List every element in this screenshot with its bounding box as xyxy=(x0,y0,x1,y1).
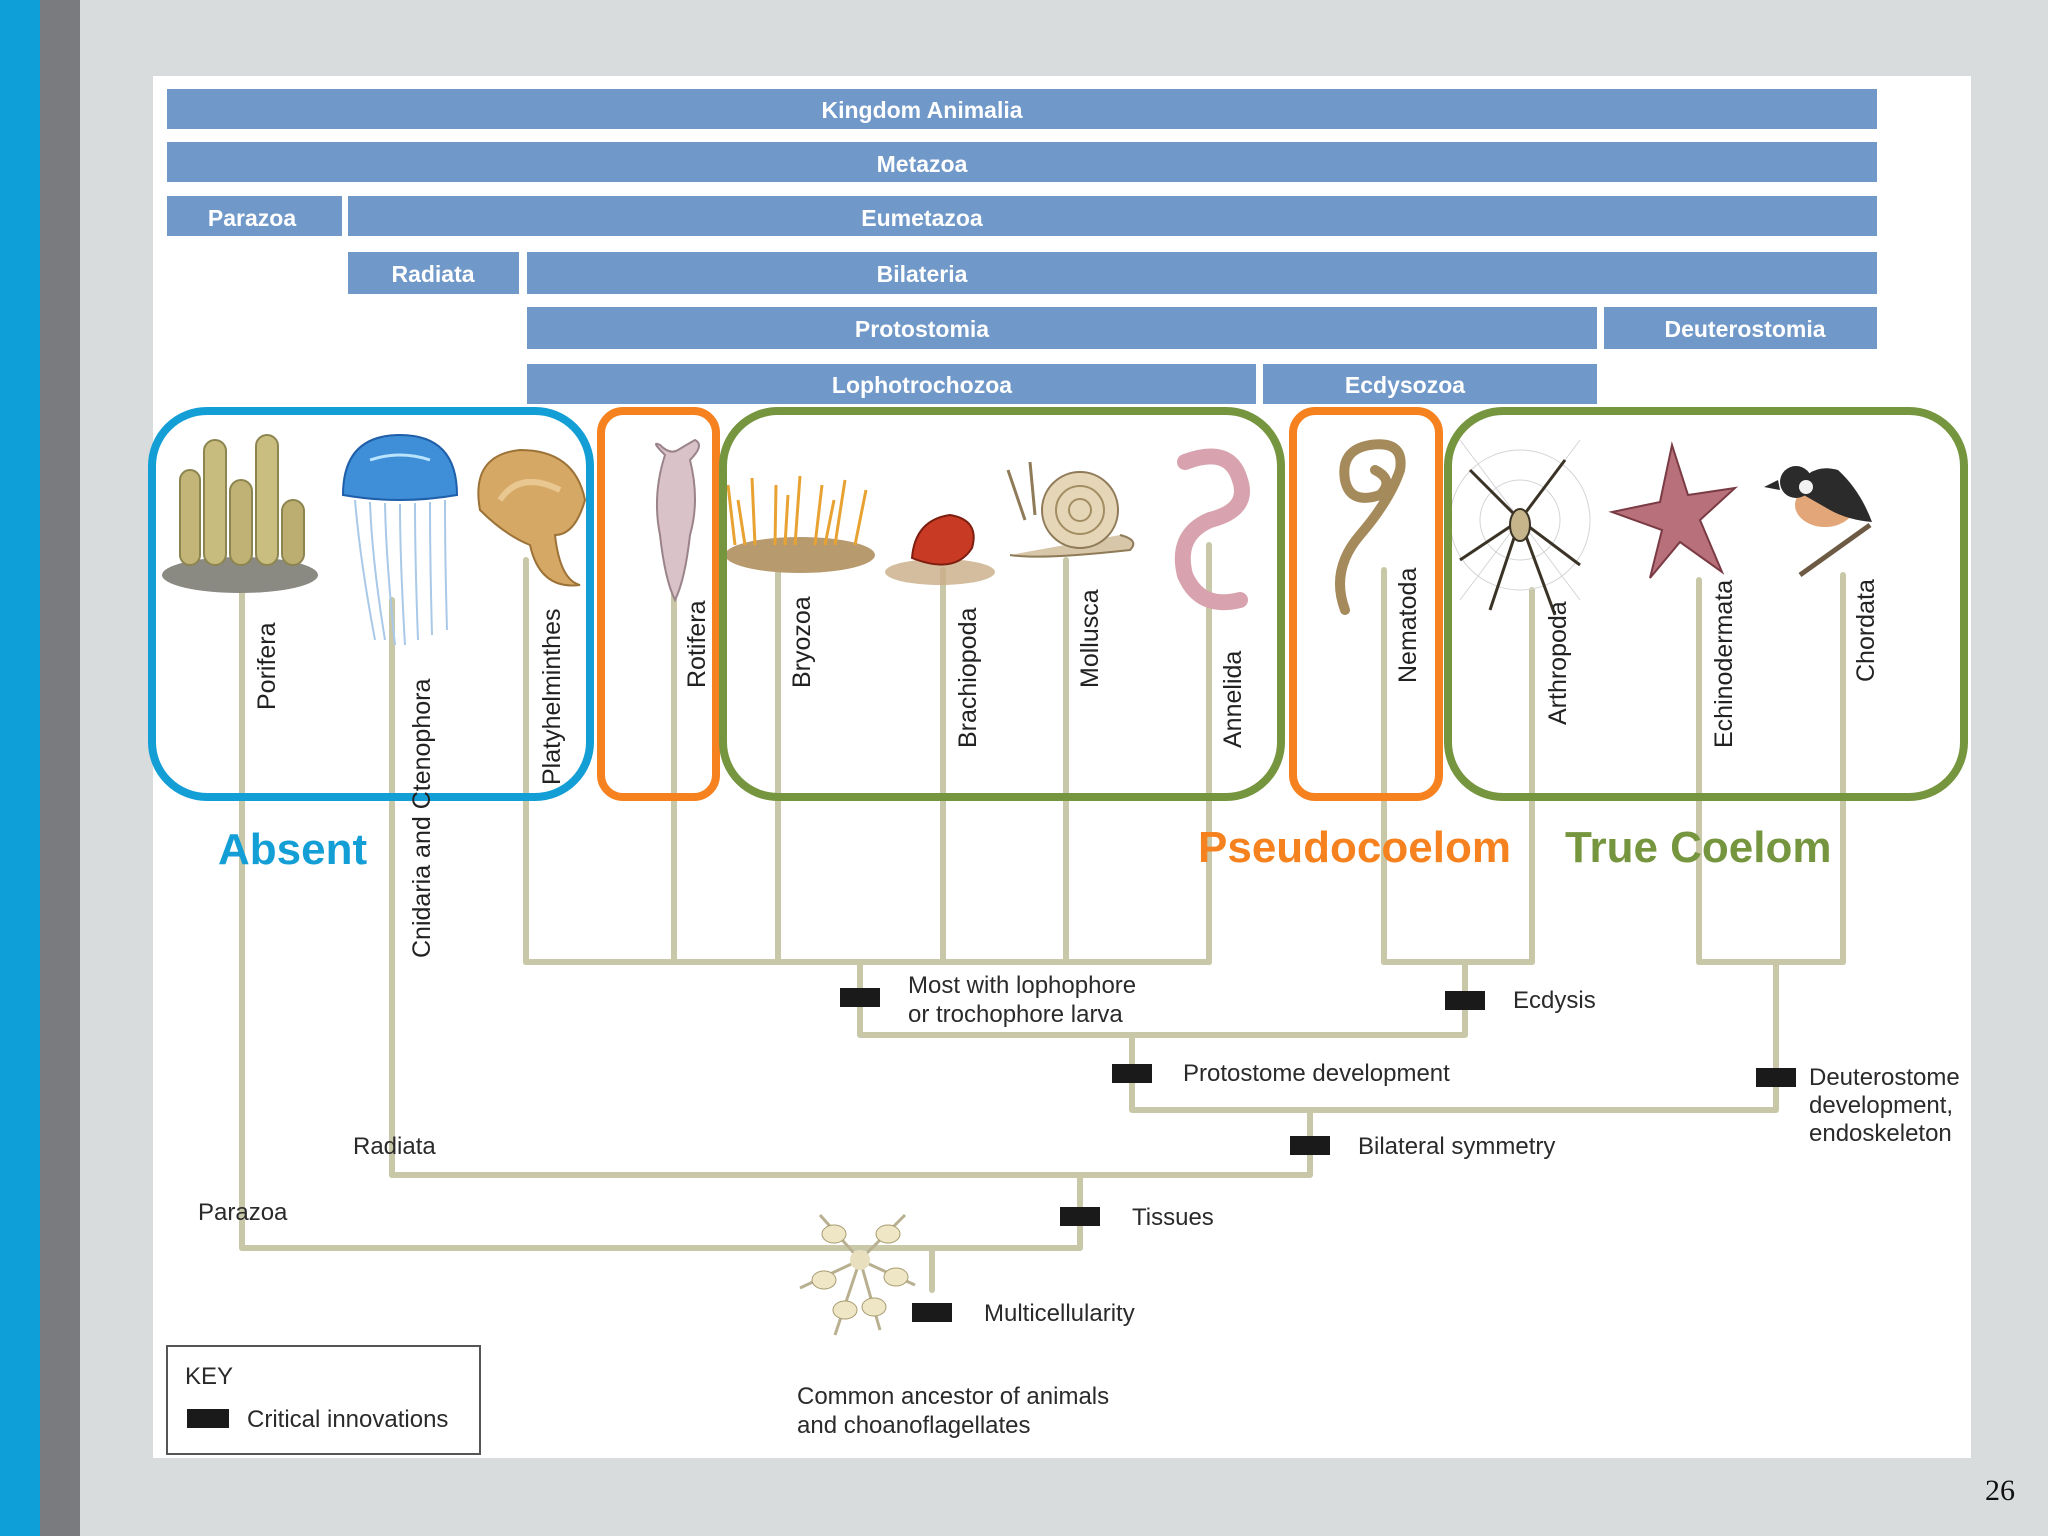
spider-illustration xyxy=(1449,439,1591,616)
phylum-echinodermata: Echinodermata xyxy=(1710,580,1738,748)
label-protostome: Protostome development xyxy=(1183,1060,1450,1087)
phylum-brachiopoda: Brachiopoda xyxy=(954,608,982,748)
bar-eumetazoa-label: Eumetazoa xyxy=(861,205,983,231)
key-item-label: Critical innovations xyxy=(247,1406,448,1433)
bar-deuterostomia xyxy=(1604,307,1877,349)
marker-multicellularity xyxy=(912,1303,952,1322)
animal-illustrations xyxy=(162,433,1872,646)
bar-ecdysozoa-label: Ecdysozoa xyxy=(1345,372,1465,398)
bar-deuterostomia-label: Deuterostomia xyxy=(1664,316,1825,342)
left-gray-stripe xyxy=(40,0,80,1536)
join-eumetazoa xyxy=(389,1107,1313,1178)
label-bilateral: Bilateral symmetry xyxy=(1358,1133,1555,1160)
marker-ecdysis xyxy=(1445,991,1485,1010)
label-branch-parazoa: Parazoa xyxy=(198,1199,288,1226)
label-lophophore-2: or trochophore larva xyxy=(908,1001,1123,1028)
label-ancestor-1: Common ancestor of animals xyxy=(797,1383,1109,1410)
bryozoan-illustration xyxy=(725,475,875,573)
bar-metazoa xyxy=(167,142,1877,182)
sea-star-illustration xyxy=(1608,441,1739,579)
bird-illustration xyxy=(1764,466,1872,578)
category-absent: Absent xyxy=(218,825,367,874)
bar-bilateria-label: Bilateria xyxy=(877,261,968,287)
bar-ecdysozoa xyxy=(1263,364,1597,404)
coelom-group-outlines xyxy=(148,407,1968,801)
left-accent-stripe xyxy=(0,0,40,1536)
bar-kingdom xyxy=(167,89,1877,129)
phylum-arthropoda: Arthropoda xyxy=(1544,601,1572,725)
phylum-mollusca: Mollusca xyxy=(1076,589,1104,688)
bar-radiata xyxy=(348,252,519,294)
label-deuterostome-2: development, xyxy=(1809,1092,1953,1119)
marker-lophophore xyxy=(840,988,880,1007)
outline-absent xyxy=(148,407,594,801)
jellyfish-illustration xyxy=(341,433,459,646)
bar-parazoa xyxy=(167,196,342,236)
key-box: KEY Critical innovations xyxy=(166,1345,481,1455)
brachiopod-illustration xyxy=(885,513,995,585)
diagram-panel xyxy=(153,76,1971,1458)
phylum-nematoda: Nematoda xyxy=(1394,568,1422,683)
label-ecdysis: Ecdysis xyxy=(1513,987,1596,1014)
innovation-markers xyxy=(840,988,1796,1322)
phylum-labels: Porifera Cnidaria and Ctenophora Platyhe… xyxy=(253,568,1880,958)
category-true-coelom: True Coelom xyxy=(1565,823,1832,872)
label-deuterostome-1: Deuterostome xyxy=(1809,1064,1960,1091)
taxonomy-bars: Kingdom Animalia Metazoa Parazoa Eumetaz… xyxy=(167,89,1877,404)
marker-deuterostome xyxy=(1756,1068,1796,1087)
bar-parazoa-label: Parazoa xyxy=(208,205,296,231)
bar-eumetazoa xyxy=(348,196,1877,236)
bar-metazoa-label: Metazoa xyxy=(877,151,968,177)
earthworm-illustration xyxy=(1174,448,1250,611)
outline-pseudocoelom-rotifera xyxy=(597,407,720,801)
marker-tissues xyxy=(1060,1207,1100,1226)
phylum-porifera: Porifera xyxy=(253,622,281,710)
label-deuterostome-3: endoskeleton xyxy=(1809,1120,1952,1147)
key-title: KEY xyxy=(185,1363,233,1390)
bar-lophotrochozoa xyxy=(527,364,1256,404)
marker-protostome xyxy=(1112,1064,1152,1083)
flatworm-illustration xyxy=(477,448,587,587)
label-branch-radiata: Radiata xyxy=(353,1133,436,1160)
outline-true-coelom-lophotrochozoa xyxy=(719,407,1285,801)
outline-pseudocoelom-nematoda xyxy=(1289,407,1443,801)
bar-protostomia-label: Protostomia xyxy=(855,316,989,342)
marker-bilateral xyxy=(1290,1136,1330,1155)
phylum-chordata: Chordata xyxy=(1852,579,1880,682)
label-lophophore-1: Most with lophophore xyxy=(908,972,1136,999)
phylum-annelida: Annelida xyxy=(1219,651,1247,748)
category-pseudocoelom: Pseudocoelom xyxy=(1198,823,1511,872)
rotifer-illustration xyxy=(655,438,700,603)
bar-kingdom-label: Kingdom Animalia xyxy=(821,97,1022,123)
choanoflagellate-colony-illustration xyxy=(799,1213,916,1336)
join-metazoa xyxy=(239,1172,1083,1251)
snail-illustration xyxy=(1006,461,1135,558)
outline-true-coelom-ecdysozoa-deuterostomia xyxy=(1444,407,1968,801)
label-multicellularity: Multicellularity xyxy=(984,1300,1135,1327)
key-marker-icon xyxy=(187,1409,229,1428)
label-ancestor-2: and choanoflagellates xyxy=(797,1412,1031,1439)
tree-branches xyxy=(239,542,1846,1293)
phylum-bryozoa: Bryozoa xyxy=(788,596,816,688)
key-frame xyxy=(166,1345,481,1455)
bar-radiata-label: Radiata xyxy=(391,261,474,287)
coelom-category-labels: Absent Pseudocoelom True Coelom xyxy=(218,823,1832,874)
bar-bilateria xyxy=(527,252,1877,294)
phylum-platyhelminthes: Platyhelminthes xyxy=(538,609,566,785)
bar-protostomia xyxy=(527,307,1597,349)
label-tissues: Tissues xyxy=(1132,1204,1214,1231)
sponge-illustration xyxy=(162,434,318,593)
bar-lophotrochozoa-label: Lophotrochozoa xyxy=(832,372,1012,398)
nematode-illustration xyxy=(1335,439,1406,615)
phylum-cnidaria-ctenophora: Cnidaria and Ctenophora xyxy=(408,679,436,958)
innovation-labels: Most with lophophore or trochophore larv… xyxy=(198,972,1960,1439)
slide-number: 26 xyxy=(1985,1474,2015,1507)
phylum-rotifera: Rotifera xyxy=(683,600,711,688)
